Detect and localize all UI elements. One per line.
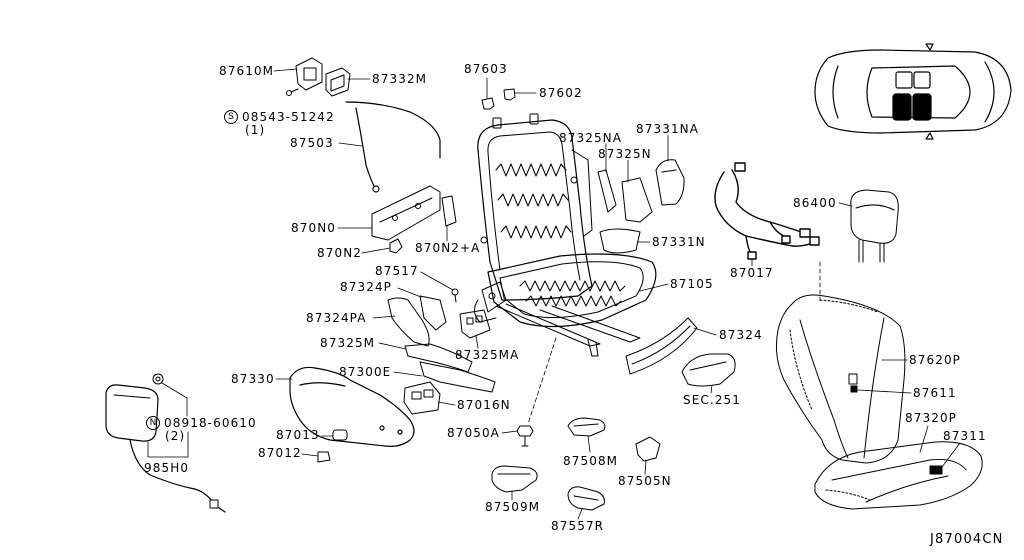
seat-switch-drawing bbox=[681, 353, 736, 387]
callout-label: 87611 bbox=[913, 386, 957, 400]
callout-label: 87330 bbox=[231, 372, 275, 386]
callout-label: 87603 bbox=[464, 62, 508, 76]
cable-drawing bbox=[345, 101, 441, 193]
callout-label: 87505N bbox=[618, 474, 672, 488]
callout-label: 87325M bbox=[320, 336, 376, 350]
bolt-drawing bbox=[516, 425, 534, 447]
side-airbag-drawing bbox=[105, 373, 226, 513]
small-caps-drawing bbox=[317, 429, 348, 463]
callout-label: 87324PA bbox=[306, 311, 367, 325]
screw-quantity: (1) bbox=[245, 123, 266, 137]
seat-frame-drawing bbox=[474, 88, 657, 357]
callout-label: 87324P bbox=[340, 280, 393, 294]
callout-label: 87300E bbox=[339, 365, 392, 379]
leader-lines bbox=[147, 68, 961, 520]
callout-label: 86400 bbox=[793, 196, 837, 210]
callout-label: 87325NA bbox=[559, 131, 623, 145]
callout-label: 87311 bbox=[943, 429, 987, 443]
callout-label: 870N2 bbox=[317, 246, 363, 260]
seat-back-cover-drawing bbox=[776, 294, 906, 464]
callout-label: 87620P bbox=[909, 353, 962, 367]
callout-label: 985H0 bbox=[144, 461, 190, 475]
callout-label: 870N0 bbox=[291, 221, 337, 235]
callout-label: 87503 bbox=[290, 136, 334, 150]
screw-symbol-icon: S bbox=[224, 110, 238, 124]
callout-label: 87331NA bbox=[636, 122, 700, 136]
trim-parts-drawing bbox=[387, 288, 496, 415]
callout-label: 87509M bbox=[485, 500, 541, 514]
nut-quantity: (2) bbox=[165, 429, 186, 443]
callout-label: 87012 bbox=[258, 446, 302, 460]
bracket-parts-drawing bbox=[371, 185, 457, 254]
callout-label: SEC.251 bbox=[683, 393, 741, 407]
callout-label: 87320P bbox=[905, 411, 958, 425]
vehicle-locator-icon bbox=[814, 43, 1012, 140]
nut-symbol-icon: N bbox=[146, 416, 160, 430]
callout-label: 87331N bbox=[652, 235, 706, 249]
callout-label: 87017 bbox=[730, 266, 774, 280]
callout-label: 87050A bbox=[447, 426, 500, 440]
callout-label: 87332M bbox=[372, 72, 428, 86]
side-cover-pieces-drawing bbox=[597, 159, 685, 254]
wire-harness-drawing bbox=[714, 162, 820, 260]
callout-label: 87602 bbox=[539, 86, 583, 100]
callout-label: 87324 bbox=[719, 328, 763, 342]
callout-label: 870N2+A bbox=[415, 241, 481, 255]
callout-label: 87508M bbox=[563, 454, 619, 468]
callout-label: 87105 bbox=[670, 277, 714, 291]
trim-strip-drawing bbox=[625, 317, 698, 375]
seat-cushion-cover-drawing bbox=[814, 441, 983, 510]
side-shield-drawing bbox=[289, 366, 415, 447]
callout-label: 87325N bbox=[598, 147, 652, 161]
screw-callout: S 08543-51242 bbox=[224, 110, 335, 124]
lever-parts-drawing bbox=[491, 417, 661, 511]
headrest-drawing bbox=[850, 189, 899, 263]
callout-label: 87610M bbox=[219, 64, 275, 78]
nut-part-number: 08918-60610 bbox=[164, 416, 257, 430]
callout-label: 87016N bbox=[457, 398, 511, 412]
diagram-code: J87004CN bbox=[930, 532, 1004, 547]
switch-parts-drawing bbox=[286, 57, 351, 97]
callout-label: 87517 bbox=[375, 264, 419, 278]
screw-part-number: 08543-51242 bbox=[242, 110, 335, 124]
callout-label: 87325MA bbox=[455, 348, 520, 362]
callout-label: 87013 bbox=[276, 428, 320, 442]
nut-callout: N 08918-60610 bbox=[146, 416, 257, 430]
callout-label: 87557R bbox=[551, 519, 605, 533]
